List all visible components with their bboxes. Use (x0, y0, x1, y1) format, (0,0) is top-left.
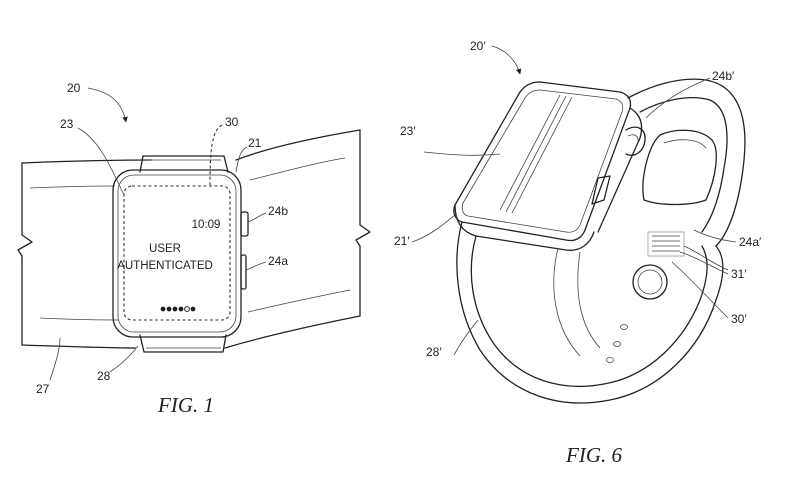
fig6-ref-28p: 28′ (426, 345, 442, 359)
fig6-drawing: 20′ 24b′ 23′ 21′ 24a′ 31′ 30′ 28′ FIG. 6 (394, 39, 762, 467)
fig6-caption: FIG. 6 (565, 443, 622, 467)
fig1-screen-msg-line2: AUTHENTICATED (117, 260, 213, 272)
fig6-ref-24bp: 24b′ (712, 69, 735, 83)
fig1-crown-24b (240, 211, 249, 237)
fig6-ref-24ap: 24a′ (739, 235, 762, 249)
fig1-arm (17, 129, 371, 349)
fig6-leader-28p (453, 319, 479, 356)
fig1-ref-24a: 24a (268, 254, 288, 268)
fig1-leader-24a (245, 261, 267, 271)
fig1-leader-28 (109, 345, 139, 373)
fig1-leader-21 (235, 146, 248, 173)
fig6-ref-30p: 30′ (731, 312, 747, 326)
fig1-ref-30: 30 (225, 115, 239, 129)
fig1-ref-28: 28 (97, 369, 111, 383)
fig1-leader-23 (77, 127, 125, 196)
fig1-screen-msg-line1: USER (149, 243, 181, 255)
fig6-leader-31p-a (683, 245, 729, 271)
fig1-drawing: 10:09 USER AUTHENTICATED 20 23 30 21 24b… (17, 81, 371, 417)
fig6-ref-20p: 20′ (470, 39, 486, 53)
fig1-button-24a (240, 254, 247, 290)
fig6-leader-31p-b (679, 251, 729, 275)
fig1-leader-24b (247, 212, 267, 223)
fig6-leader-23p (423, 151, 501, 156)
fig6-ref-21p: 21′ (394, 234, 410, 248)
fig6-ref-31p: 31′ (731, 267, 747, 281)
fig6-leader-30p (671, 261, 729, 319)
fig1-leader-27 (49, 337, 61, 381)
fig1-leader-20 (87, 87, 128, 123)
fig1-sensor-region (123, 185, 231, 321)
fig1-watch-case (112, 169, 242, 338)
fig1-ref-24b: 24b (268, 204, 288, 218)
fig1-screen-time: 10:09 (192, 219, 221, 231)
fig1-band (139, 155, 229, 353)
fig6-leader-24bp (645, 77, 711, 119)
fig1-leader-30 (209, 124, 223, 186)
fig1-ref-21: 21 (248, 136, 262, 150)
fig1-ref-20: 20 (67, 81, 81, 95)
fig1-page-dots (160, 306, 196, 312)
fig6-leader-21p (411, 213, 457, 243)
fig6-watch-body (453, 81, 646, 251)
fig1-caption: FIG. 1 (157, 393, 214, 417)
fig1-ref-27: 27 (36, 382, 50, 396)
fig6-back-band (627, 78, 746, 247)
fig1-watch-bezel (117, 174, 237, 333)
fig6-ref-23p: 23′ (400, 124, 416, 138)
fig6-leader-24ap (693, 229, 737, 243)
fig6-sensor-grid (647, 231, 685, 257)
fig6-leader-20p (491, 45, 522, 75)
fig1-ref-23: 23 (60, 117, 74, 131)
fig6-front-band (456, 221, 724, 404)
